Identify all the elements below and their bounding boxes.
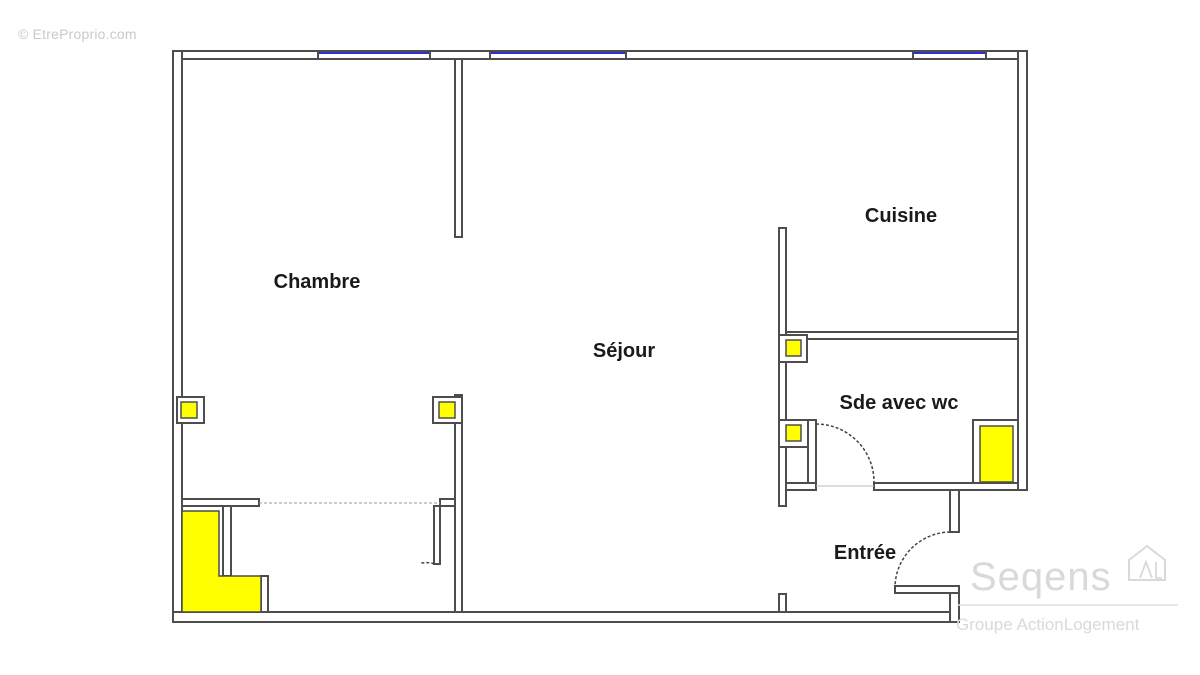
logo-name: Seqens bbox=[970, 555, 1112, 599]
logo-house-icon bbox=[1128, 544, 1166, 581]
watermark: © EtreProprio.com bbox=[18, 26, 137, 42]
logo-tagline: Groupe ActionLogement bbox=[956, 615, 1140, 634]
wall-left bbox=[172, 50, 183, 623]
room-label-entree: Entrée bbox=[834, 542, 896, 564]
door-swings bbox=[259, 423, 951, 589]
room-label-cuisine: Cuisine bbox=[865, 205, 937, 227]
wall-closet-stub bbox=[433, 505, 441, 565]
outer-walls bbox=[172, 50, 1028, 623]
wall-entree-bottom-right bbox=[949, 592, 960, 623]
wall-cuisine-sde bbox=[785, 331, 1019, 340]
wall-closet-inner bbox=[222, 505, 232, 577]
wall-chambre-closet bbox=[181, 498, 260, 507]
closet-door-swing bbox=[419, 561, 435, 565]
wall-right bbox=[1017, 50, 1028, 491]
windows bbox=[317, 51, 987, 59]
wall-sde-bottom-left bbox=[785, 482, 817, 491]
technical-ducts bbox=[176, 334, 1019, 613]
wall-chambre-closet-right bbox=[439, 498, 456, 507]
duct-sde-tall bbox=[979, 425, 1014, 483]
duct-closet-lshape bbox=[181, 510, 262, 613]
wall-bottom bbox=[172, 611, 960, 623]
wall-sejour-stub bbox=[778, 593, 787, 613]
duct-center bbox=[438, 401, 456, 419]
entree-door-swing bbox=[894, 531, 951, 589]
seqens-logo: Seqens Groupe ActionLogement bbox=[956, 544, 1178, 634]
wall-chambre-sejour-upper bbox=[454, 58, 463, 238]
sde-door-swing bbox=[815, 423, 875, 484]
wall-entree-notch bbox=[949, 489, 960, 533]
wall-entree-door-jamb bbox=[894, 585, 960, 594]
wall-cuisine-sejour bbox=[778, 227, 787, 507]
room-label-chambre: Chambre bbox=[274, 271, 361, 293]
wall-chambre-sejour-lower bbox=[454, 394, 463, 613]
duct-right-upper bbox=[785, 339, 802, 357]
wall-sde-inner bbox=[807, 419, 817, 484]
duct-right-lower bbox=[785, 424, 802, 442]
room-label-sde: Sde avec wc bbox=[840, 392, 959, 414]
wall-sde-bottom-right bbox=[873, 482, 1019, 491]
room-label-sejour: Séjour bbox=[593, 340, 655, 362]
duct-left bbox=[180, 401, 198, 419]
wall-closet-side bbox=[260, 575, 269, 613]
